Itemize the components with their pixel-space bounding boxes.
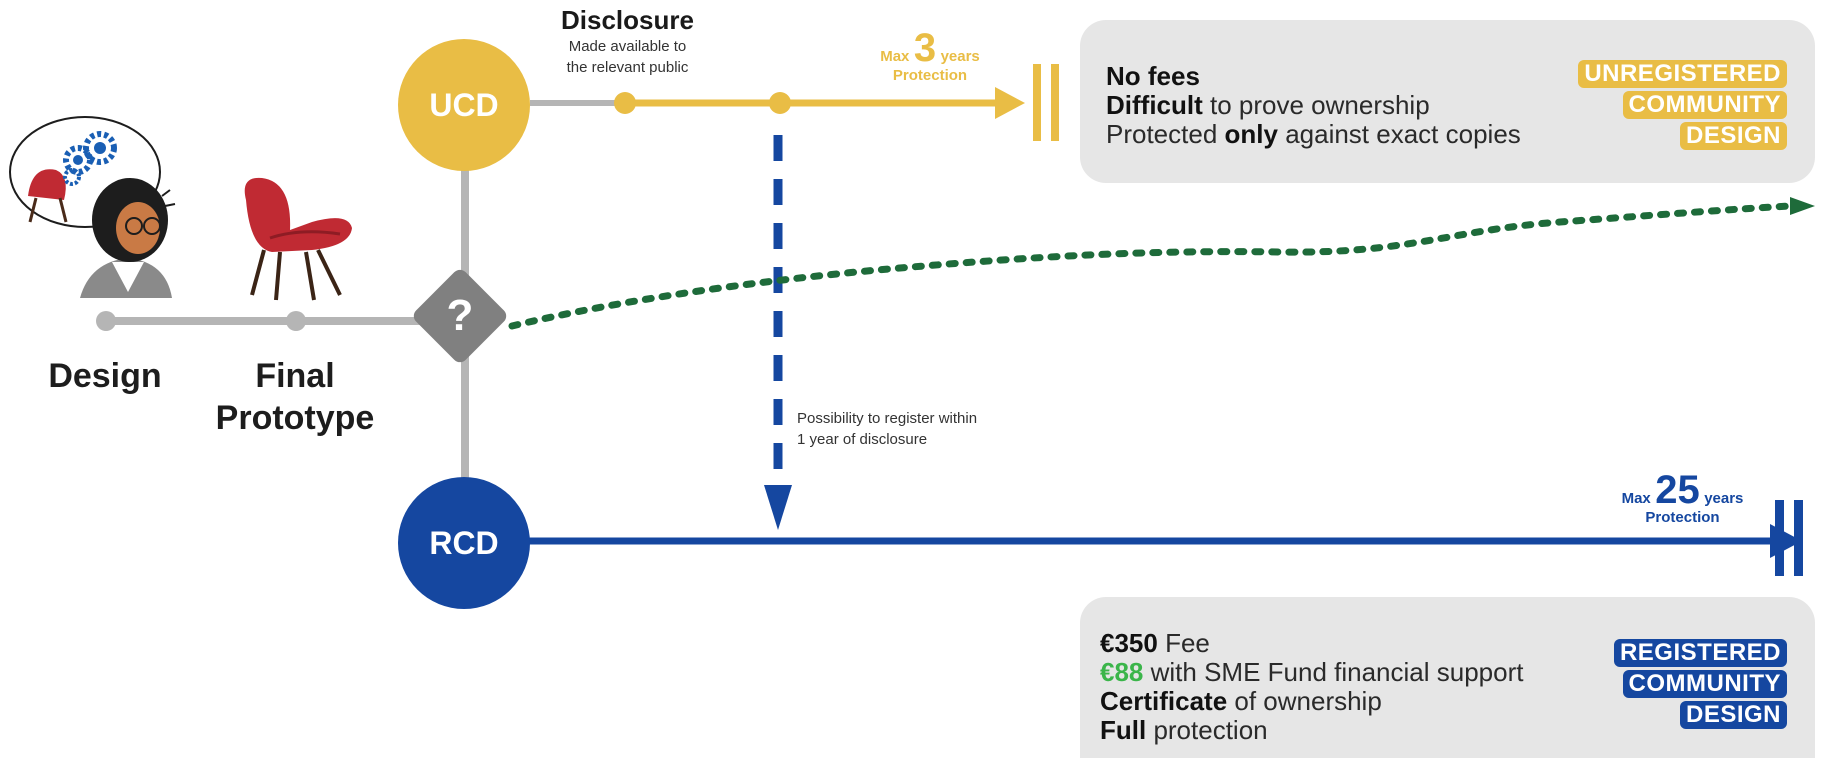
- ucd-badge-line2: COMMUNITY: [1622, 91, 1787, 119]
- rcd-info-line2: €88 with SME Fund financial support: [1100, 658, 1523, 687]
- rcd-info-line3: Certificate of ownership: [1100, 687, 1523, 716]
- rcd-end-bar-1: [1775, 500, 1784, 576]
- register-branch-point: [769, 92, 791, 114]
- ucd-info-line3-rest: against exact copies: [1277, 119, 1521, 149]
- rcd-info-line2-rest: with SME Fund financial support: [1143, 657, 1524, 687]
- ucd-end-bar-1: [1033, 64, 1041, 141]
- ucd-badge-line3: DESIGN: [1679, 122, 1787, 150]
- chair-icon: [244, 177, 352, 301]
- ucd-arrow-head: [995, 87, 1025, 119]
- rcd-fee-amount: €350: [1100, 628, 1158, 658]
- disclosure-title: Disclosure: [561, 5, 694, 35]
- ucd-badge: UNREGISTERED COMMUNITY DESIGN: [1578, 60, 1787, 153]
- rcd-full: Full: [1100, 715, 1147, 745]
- disclosure-point: [614, 92, 636, 114]
- rcd-sme-fee: €88: [1100, 657, 1144, 687]
- design-stage-label: Design: [48, 357, 162, 395]
- ucd-no-fees: No fees: [1106, 61, 1200, 91]
- register-note-line1: Possibility to register within: [797, 410, 978, 427]
- rcd-info-line3-rest: of ownership: [1227, 686, 1382, 716]
- rcd-max-caption: Protection: [1645, 509, 1720, 526]
- register-arrow-head: [764, 485, 792, 530]
- ucd-max-caption: Protection: [892, 67, 968, 84]
- final-prototype-line1: Final: [255, 357, 335, 395]
- ucd-badge-line1: UNREGISTERED: [1578, 60, 1787, 88]
- final-prototype-line2: Prototype: [215, 399, 375, 437]
- ucd-info-line2: Difficult to prove ownership: [1106, 91, 1521, 120]
- register-note-line2: 1 year of disclosure: [797, 431, 928, 448]
- ucd-max-protection: Max 3 years Protection: [870, 28, 990, 83]
- ucd-info-box: No fees Difficult to prove ownership Pro…: [1080, 20, 1815, 183]
- person-thinking-icon: [9, 116, 176, 298]
- prototype-point: [286, 311, 306, 331]
- ucd-info-line1: No fees: [1106, 62, 1521, 91]
- ucd-difficult: Difficult: [1106, 90, 1203, 120]
- register-note: Possibility to register within 1 year of…: [797, 408, 1037, 450]
- rcd-max-protection: Max 25 years Protection: [1605, 470, 1760, 525]
- disclosure-label: Disclosure Made available to the relevan…: [540, 4, 715, 78]
- rcd-badge: REGISTERED COMMUNITY DESIGN: [1613, 639, 1787, 732]
- design-point: [96, 311, 116, 331]
- ucd-info-line3-pre: Protected: [1106, 119, 1225, 149]
- ucd-max-value: 3: [913, 26, 937, 70]
- ucd-max-prefix: Max: [880, 48, 910, 65]
- rcd-end-bar-2: [1794, 500, 1803, 576]
- rcd-info-line4-rest: protection: [1146, 715, 1268, 745]
- rcd-max-value: 25: [1655, 468, 1700, 512]
- rcd-info-line1: €350 Fee: [1100, 629, 1523, 658]
- rcd-badge-line3: DESIGN: [1679, 701, 1787, 729]
- rcd-badge-line1: REGISTERED: [1613, 639, 1787, 667]
- rcd-certificate: Certificate: [1100, 686, 1228, 716]
- dotted-arrow-head: [1790, 197, 1815, 215]
- rcd-info-box: €350 Fee €88 with SME Fund financial sup…: [1080, 597, 1815, 758]
- final-prototype-label: Final Prototype: [190, 355, 400, 439]
- ucd-info-text: No fees Difficult to prove ownership Pro…: [1106, 62, 1521, 149]
- ucd-info-line3: Protected only against exact copies: [1106, 120, 1521, 149]
- rcd-node: RCD: [398, 477, 530, 609]
- rcd-badge-line2: COMMUNITY: [1622, 670, 1787, 698]
- ucd-only: only: [1224, 119, 1278, 149]
- disclosure-line2: the relevant public: [566, 59, 689, 76]
- ucd-end-bar-2: [1051, 64, 1059, 141]
- rcd-max-prefix: Max: [1621, 490, 1651, 507]
- rcd-info-line4: Full protection: [1100, 716, 1523, 745]
- rcd-info-text: €350 Fee €88 with SME Fund financial sup…: [1100, 629, 1523, 745]
- ucd-node: UCD: [398, 39, 530, 171]
- ucd-max-unit: years: [940, 48, 980, 65]
- undecided-dotted-path: [508, 202, 1794, 330]
- disclosure-line1: Made available to: [568, 38, 687, 55]
- rcd-max-unit: years: [1704, 490, 1744, 507]
- ucd-info-line2-rest: to prove ownership: [1202, 90, 1430, 120]
- decision-symbol: ?: [446, 291, 474, 340]
- rcd-info-line1-rest: Fee: [1157, 628, 1210, 658]
